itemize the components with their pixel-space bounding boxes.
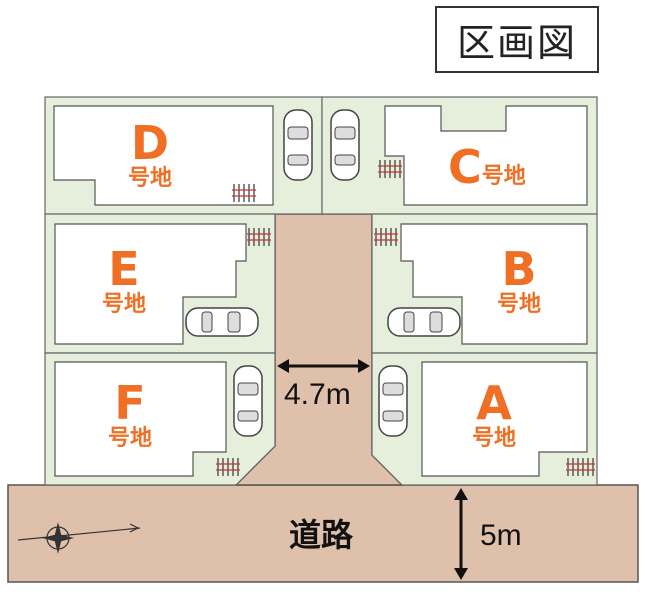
compass-icon <box>17 522 141 554</box>
lot-a-letter: A <box>476 376 512 430</box>
lot-b-letter: B <box>501 242 537 296</box>
bicycle-parking-icon <box>374 228 398 246</box>
lot-d-house <box>53 105 274 206</box>
lot-c-label: C 号地 <box>448 144 526 190</box>
car-icon <box>283 109 313 181</box>
lot-c-suffix: 号地 <box>481 164 526 189</box>
lot-f-suffix: 号地 <box>108 426 153 451</box>
private-road-width: 4.7m <box>284 378 351 411</box>
bicycle-parking-icon <box>247 228 271 246</box>
car-icon <box>330 109 360 181</box>
bicycle-parking-icon <box>216 458 240 476</box>
lot-e-house <box>54 223 247 345</box>
car-icon <box>387 307 461 337</box>
lot-a-house <box>421 361 588 477</box>
lot-f-label: F 号地 <box>108 380 152 452</box>
lot-d-label: D 号地 <box>128 120 172 192</box>
car-icon <box>185 307 259 337</box>
road-dimension-arrow <box>454 488 468 580</box>
lot-c-letter: C <box>448 140 482 194</box>
lot-d-suffix: 号地 <box>128 166 173 191</box>
lot-a-label: A 号地 <box>472 380 516 452</box>
main-road <box>7 484 639 583</box>
private-road-dimension-arrow <box>277 359 370 373</box>
bicycle-parking-icon <box>378 160 402 178</box>
lot-d-letter: D <box>130 116 170 170</box>
lot-b-suffix: 号地 <box>497 292 542 317</box>
bicycle-parking-icon <box>232 184 256 202</box>
lot-e-suffix: 号地 <box>102 292 147 317</box>
car-icon <box>233 365 263 437</box>
title-box: 区画図 <box>435 6 599 73</box>
road-width: 5m <box>480 519 522 552</box>
car-icon <box>378 365 408 437</box>
lot-e-letter: E <box>108 242 140 296</box>
lot-c-house <box>384 105 588 206</box>
lot-b-label: B 号地 <box>497 246 541 318</box>
lot-a-suffix: 号地 <box>472 426 517 451</box>
lot-f-house <box>54 361 227 477</box>
road-label: 道路 <box>289 516 354 554</box>
lot-f-letter: F <box>114 376 146 430</box>
lot-b-house <box>400 223 588 345</box>
lot-e-label: E 号地 <box>102 246 146 318</box>
bicycle-parking-icon <box>566 458 595 476</box>
page-title: 区画図 <box>456 21 577 65</box>
